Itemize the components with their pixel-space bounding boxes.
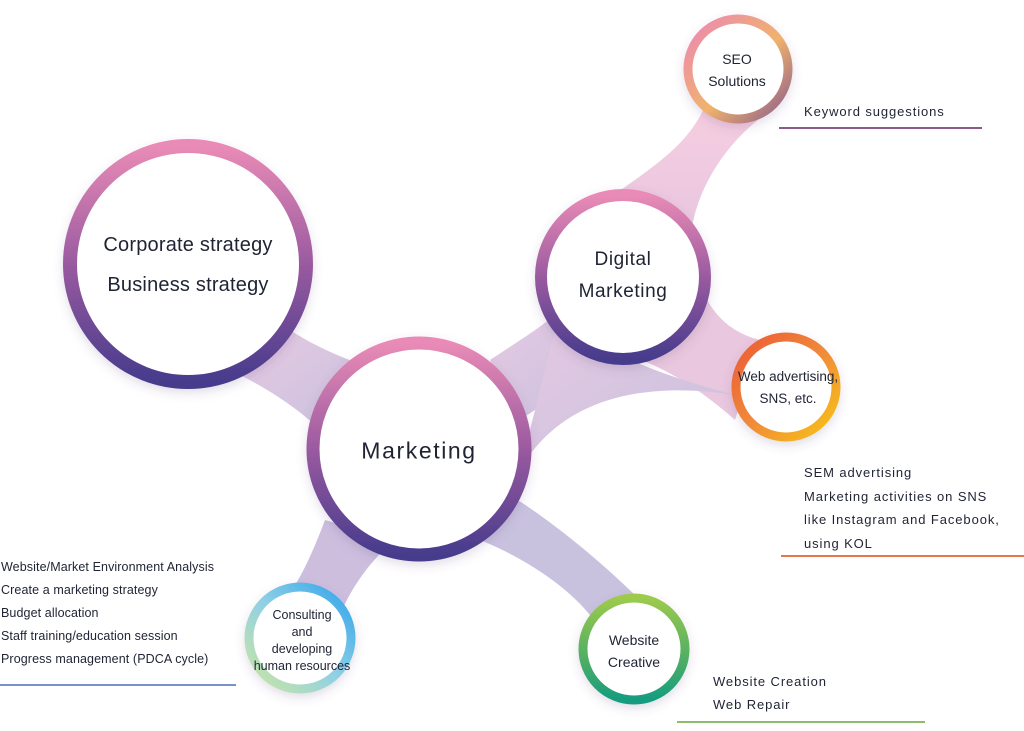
note-web-item-3: like Instagram and Facebook, — [804, 512, 1000, 527]
node-seo-line-1: SEO — [722, 51, 752, 67]
node-seo-solutions: SEO Solutions — [708, 48, 766, 92]
node-website-line-2: Creative — [607, 654, 661, 670]
node-seo-line-2: Solutions — [708, 73, 766, 89]
note-seo-item: Keyword suggestions — [804, 104, 945, 119]
node-web-line-2: SNS, etc. — [759, 391, 817, 406]
node-consult-line-3: developing — [271, 642, 333, 656]
note-website-item-2: Web Repair — [713, 697, 791, 712]
note-consulting: Website/Market Environment Analysis Crea… — [1, 556, 214, 671]
connector-center-body — [520, 310, 735, 470]
note-website-creative: Website Creation Web Repair — [713, 670, 827, 716]
ring-corporate — [63, 139, 313, 389]
underline-website-creative — [677, 721, 925, 723]
node-corporate-line-2: Business strategy — [107, 274, 269, 296]
ring-consulting — [244, 582, 356, 694]
node-digital-line-1: Digital — [594, 249, 652, 270]
underline-seo — [779, 127, 982, 129]
underline-consulting — [0, 684, 236, 686]
note-web-item-4: using KOL — [804, 535, 873, 551]
note-consult-item-2: Create a marketing strategy — [1, 583, 158, 597]
node-corporate-line-1: Corporate strategy — [103, 234, 273, 256]
ring-website-creative — [578, 593, 690, 705]
node-consulting: Consulting and developing human resource… — [254, 607, 351, 675]
node-web-line-1: Web advertising, — [737, 369, 839, 384]
node-consult-line-4: human resources — [253, 659, 351, 673]
ring-seo — [683, 14, 793, 124]
node-web-advertising: Web advertising, SNS, etc. — [738, 366, 838, 410]
ring-marketing — [306, 336, 532, 562]
node-digital-line-2: Marketing — [578, 281, 668, 302]
node-corporate-strategy: Corporate strategy Business strategy — [103, 225, 272, 305]
node-marketing: Marketing — [361, 438, 476, 465]
node-marketing-line-1: Marketing — [361, 437, 477, 464]
note-web-item-2: Marketing activities on SNS — [804, 488, 988, 504]
connector-marketing-website — [480, 495, 640, 615]
note-web-item-1: SEM advertising — [804, 465, 913, 480]
note-consult-item-4: Staff training/education session — [1, 629, 178, 643]
node-consult-line-2: and — [291, 625, 313, 639]
note-web-advertising: SEM advertising Marketing activities on … — [804, 461, 1000, 555]
note-consult-item-1: Website/Market Environment Analysis — [1, 560, 215, 574]
underline-web-advertising — [781, 555, 1024, 557]
node-website-creative: Website Creative — [608, 629, 660, 673]
node-consult-line-1: Consulting — [272, 608, 332, 622]
node-digital-marketing: Digital Marketing — [579, 244, 668, 308]
note-website-item-1: Website Creation — [713, 674, 827, 689]
connector-shapes — [240, 110, 760, 615]
note-seo: Keyword suggestions — [804, 103, 945, 121]
note-consult-item-5: Progress management (PDCA cycle) — [1, 652, 209, 666]
ring-web-advertising — [731, 332, 841, 442]
note-consult-item-3: Budget allocation — [1, 606, 99, 620]
node-website-line-1: Website — [608, 632, 660, 648]
ring-digital — [535, 189, 711, 365]
